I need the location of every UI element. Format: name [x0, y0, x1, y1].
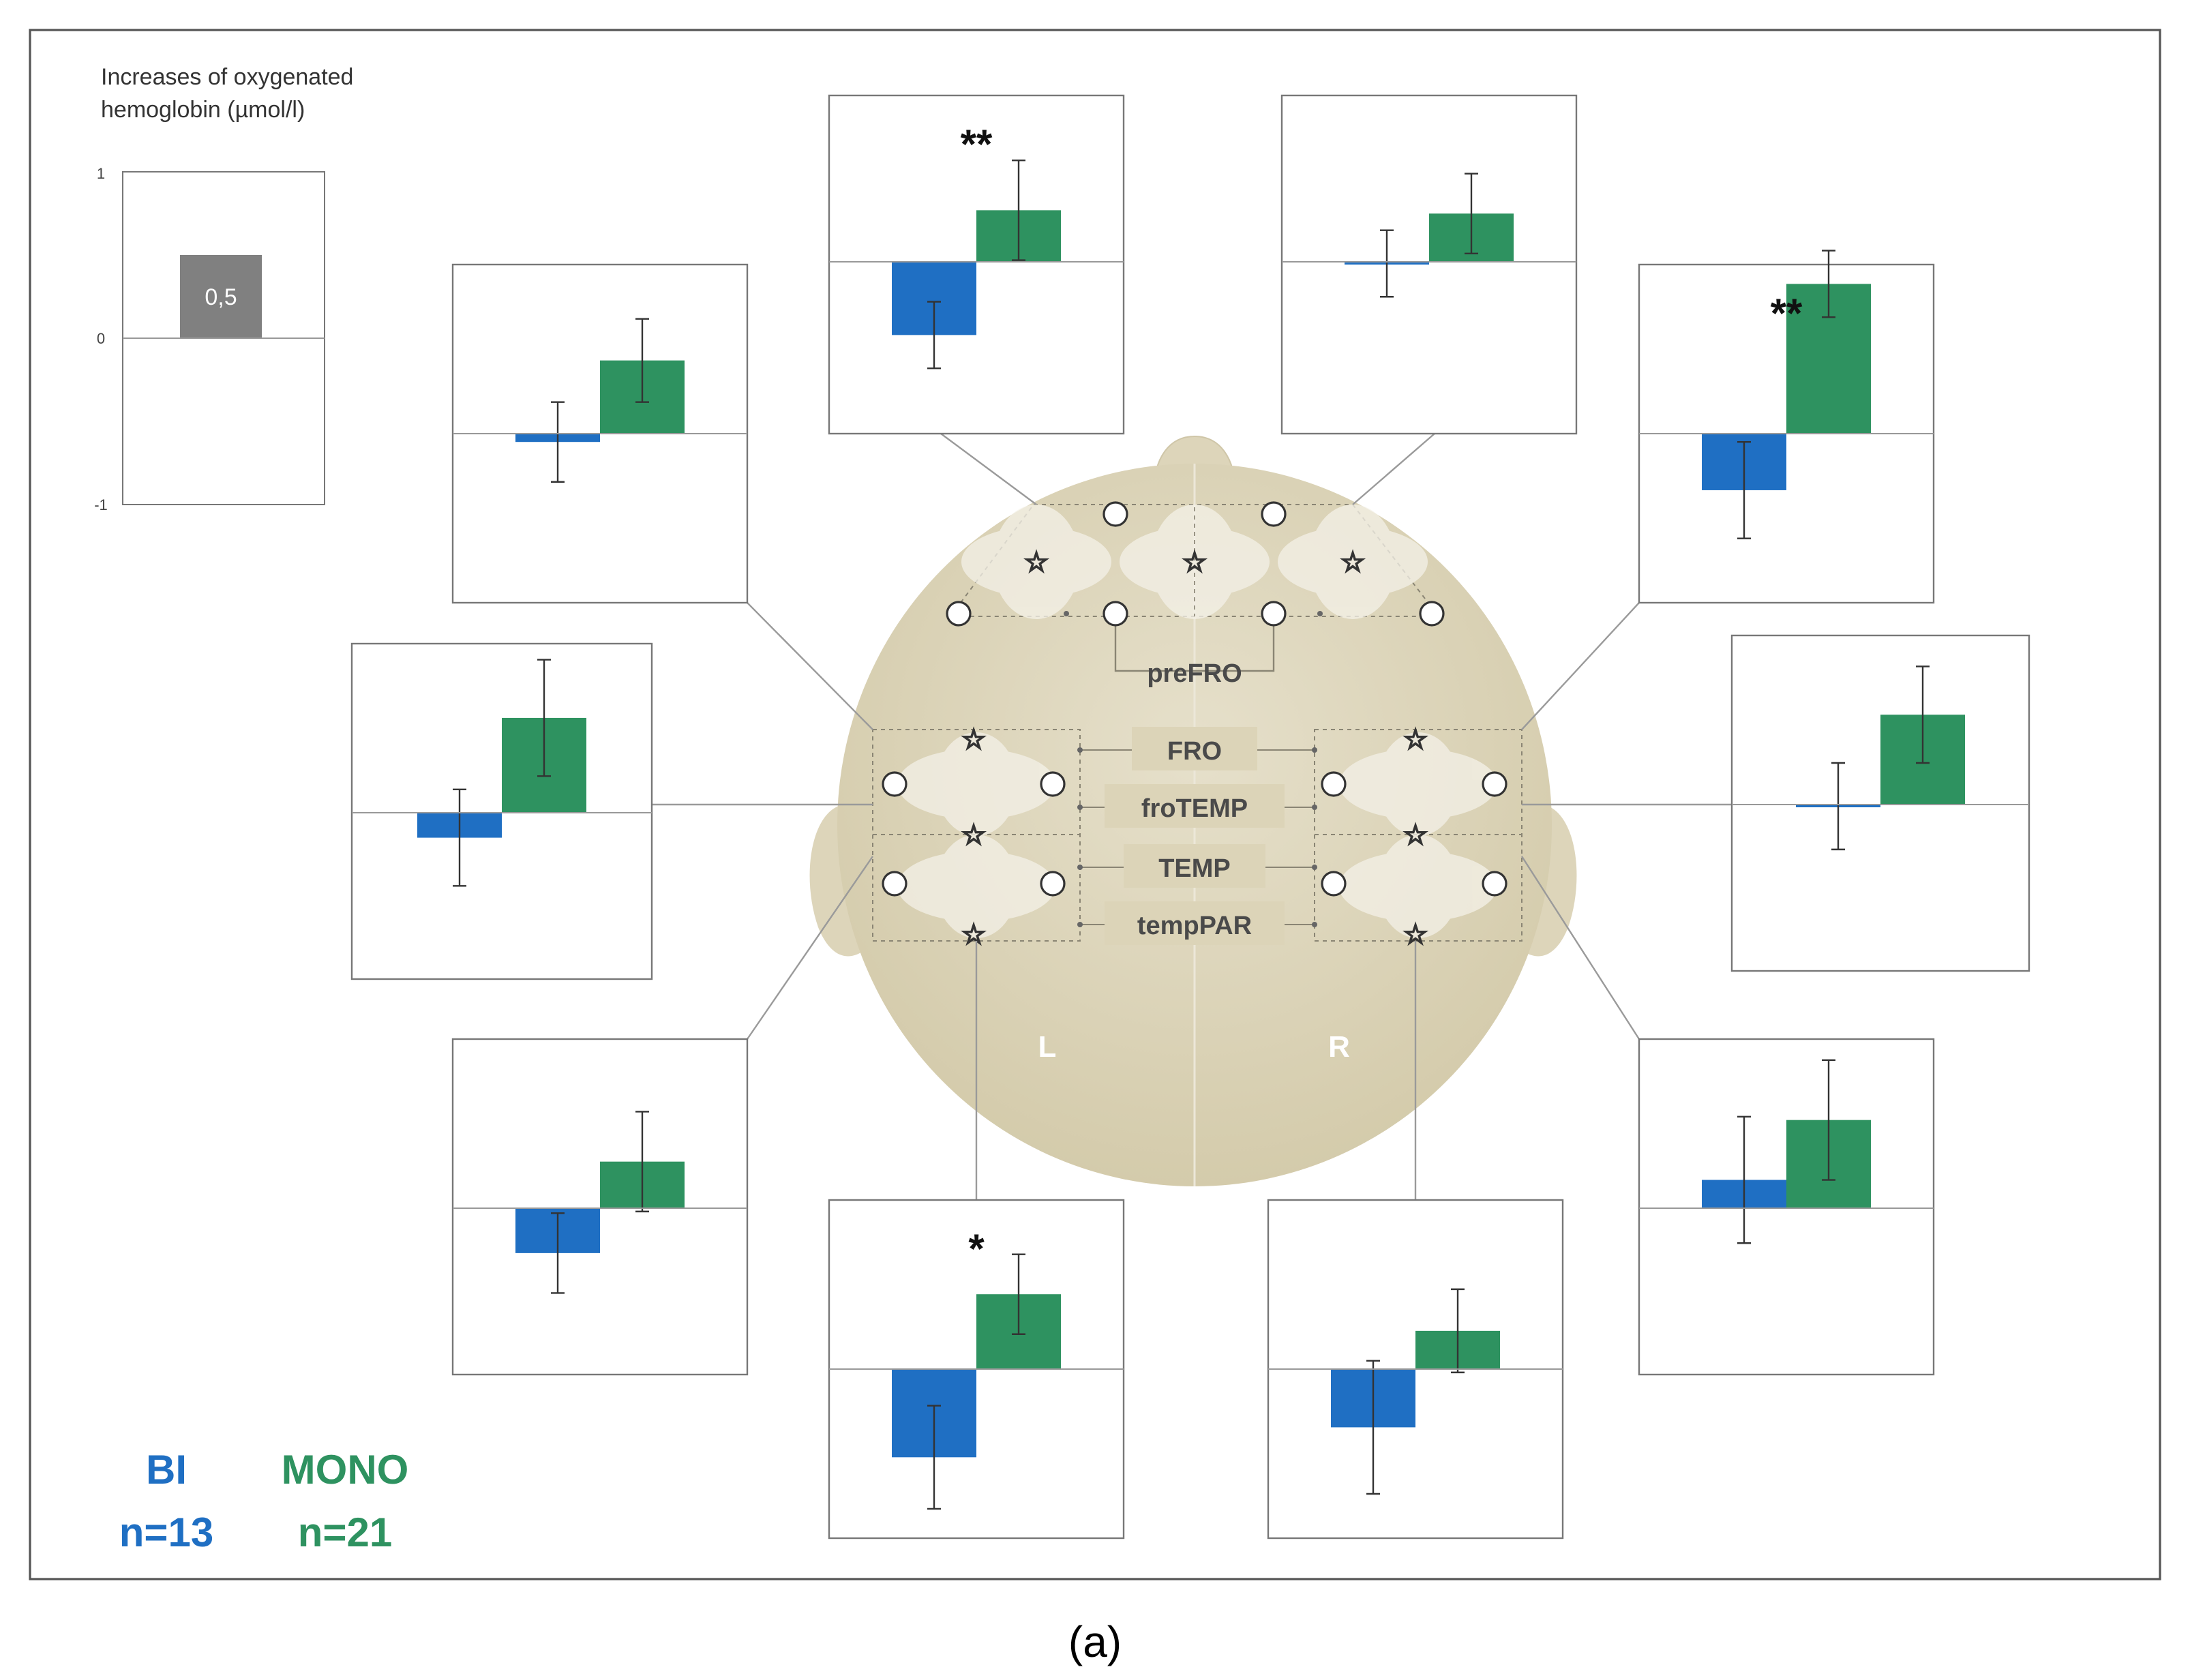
svg-text:☆: ☆: [1182, 548, 1207, 578]
svg-text:☆: ☆: [961, 920, 986, 950]
fro-label: FRO: [1167, 737, 1222, 766]
panel-left-temp-temppar: [451, 1038, 749, 1376]
optode-detectors: ☆☆☆ ☆☆☆ ☆☆☆: [961, 547, 1428, 950]
head-diagram: preFRO FRO froTEMP TEM: [809, 435, 1577, 1186]
y-tick-label: 0: [97, 330, 105, 347]
prefro-bracket: [1114, 616, 1275, 672]
significance-marker: *: [968, 1226, 985, 1272]
temppar-label: tempPAR: [1137, 912, 1252, 940]
svg-text:☆: ☆: [961, 725, 986, 755]
legend-mono-n: n=21: [298, 1510, 392, 1555]
panel-prefro-left-lateral: [451, 263, 749, 604]
right-hemisphere-label: R: [1328, 1030, 1350, 1064]
svg-text:☆: ☆: [1403, 725, 1428, 755]
panel-prefro-left-medial: **: [828, 94, 1125, 435]
optode-sources: [882, 501, 1508, 897]
scale-reference-panel: 1 0 -1 0,5: [94, 165, 325, 513]
right-channel-ellipses: [1339, 732, 1497, 938]
frotemp-label: froTEMP: [1141, 794, 1248, 823]
y-axis-title: Increases of oxygenated hemoglobin (µmol…: [101, 64, 360, 123]
left-channel-ellipses: [897, 732, 1055, 938]
y-tick-label: 1: [97, 165, 105, 182]
significance-marker: **: [961, 121, 993, 167]
svg-text:☆: ☆: [1340, 548, 1365, 578]
y-tick-label: -1: [94, 496, 108, 513]
panel-prefro-right-lateral: **: [1638, 250, 1935, 604]
reference-bar: [180, 255, 262, 338]
figure-caption: (a): [1068, 1617, 1122, 1666]
prefro-channel-ellipses: [961, 505, 1428, 619]
prefro-label: preFRO: [1147, 659, 1242, 688]
svg-text:☆: ☆: [1024, 548, 1049, 578]
svg-text:☆: ☆: [1403, 820, 1428, 850]
legend-mono-label: MONO: [282, 1447, 409, 1492]
reference-bar-label: 0,5: [205, 284, 237, 310]
temp-label: TEMP: [1158, 854, 1231, 883]
chart-panels: *****: [350, 94, 2030, 1540]
panel-right-temp-temppar: [1638, 1038, 1935, 1376]
legend-bi-n: n=13: [119, 1510, 213, 1555]
significance-marker: **: [1771, 290, 1803, 336]
left-hemisphere-label: L: [1038, 1030, 1057, 1064]
panel-right-parietal: [1267, 1199, 1564, 1540]
legend: BI n=13 MONO n=21: [119, 1447, 409, 1555]
panel-prefro-right-medial: [1280, 94, 1578, 435]
panel-left-fro-frotemp: [350, 642, 653, 980]
svg-text:☆: ☆: [961, 820, 986, 850]
legend-bi-label: BI: [146, 1447, 187, 1492]
panel-right-fro-frotemp: [1730, 634, 2030, 972]
panel-left-parietal: *: [828, 1199, 1125, 1540]
panel-leader-lines: [652, 433, 1732, 1200]
